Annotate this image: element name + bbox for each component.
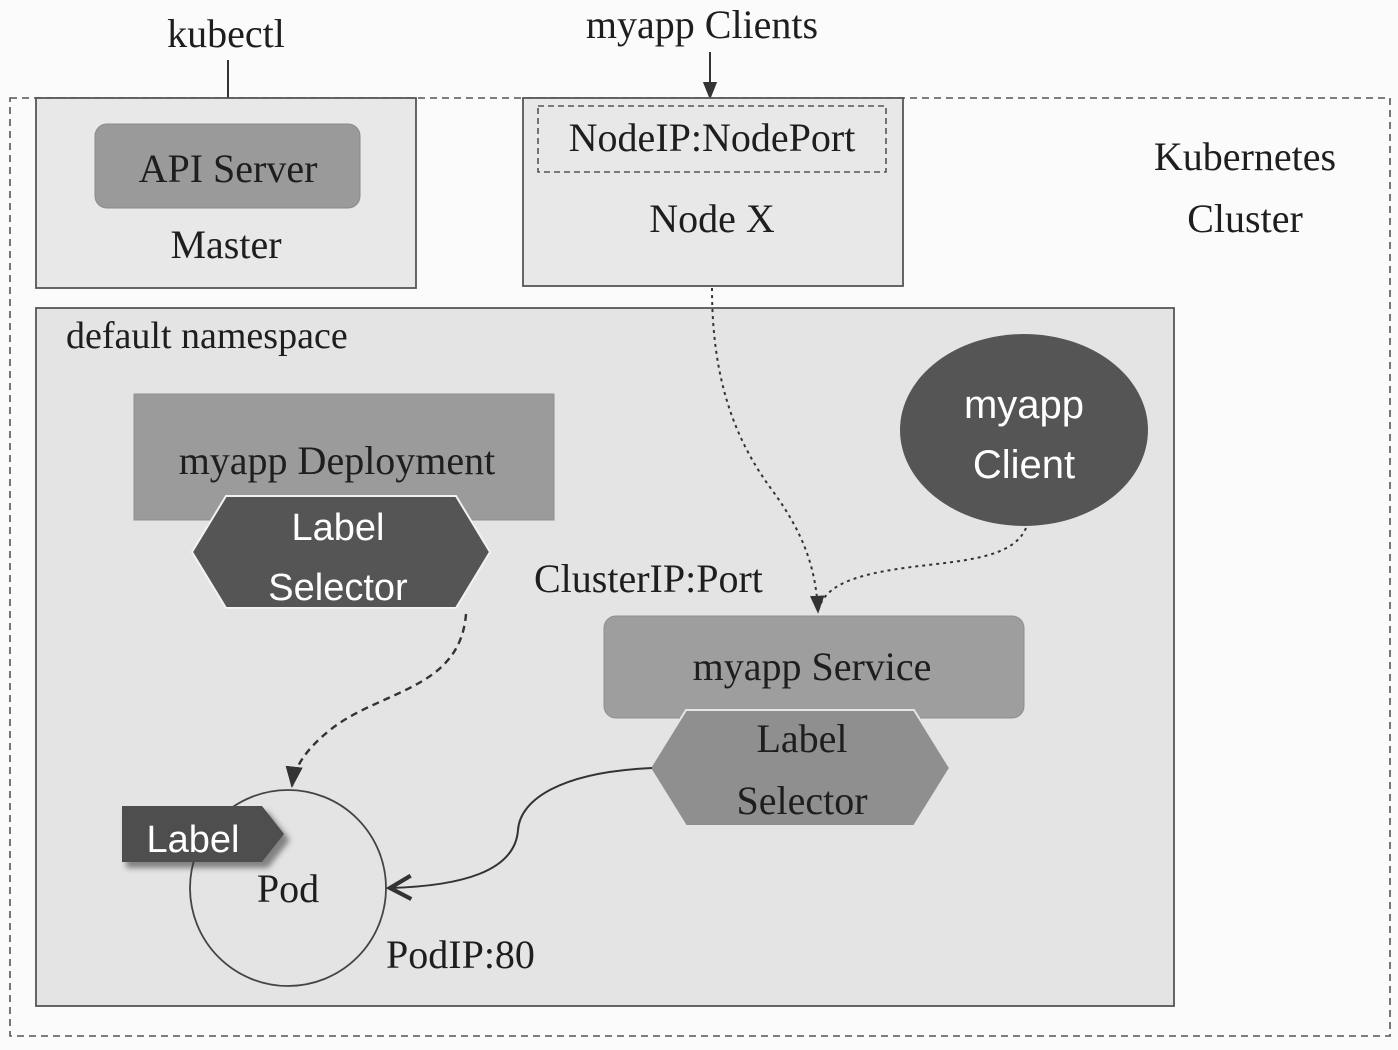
- api-server-box: [94, 123, 361, 209]
- pod-ip-label: PodIP:80: [386, 932, 535, 977]
- pod-label: Pod: [257, 866, 319, 911]
- deployment-selector-line2: Selector: [268, 567, 408, 609]
- cluster-ip-label: ClusterIP:Port: [534, 556, 763, 601]
- client-line2: Client: [973, 443, 1075, 487]
- pod-label-tag: [122, 806, 284, 862]
- api-server-label: API Server: [139, 146, 318, 191]
- service-to-pod-connector: [385, 767, 653, 901]
- deployment-label-selector: [190, 495, 492, 609]
- deployment-to-pod-connector: [285, 613, 468, 789]
- service-selector-line2: Selector: [736, 778, 867, 823]
- nodeport-label: NodeIP:NodePort: [569, 115, 856, 160]
- namespace-label: default namespace: [66, 315, 348, 357]
- deployment-selector-line1: Label: [292, 507, 385, 549]
- master-label: Master: [170, 222, 281, 267]
- deployment-label: myapp Deployment: [179, 438, 496, 483]
- cluster-label-line2: Cluster: [1187, 196, 1303, 241]
- node-box: [522, 97, 904, 287]
- node-label: Node X: [649, 196, 775, 241]
- service-label: myapp Service: [693, 644, 932, 689]
- cluster-label-line1: Kubernetes: [1154, 134, 1336, 179]
- clients-label: myapp Clients: [586, 2, 818, 47]
- service-selector-line1: Label: [756, 716, 847, 761]
- kubectl-label: kubectl: [167, 11, 285, 56]
- nodeport-box: [537, 105, 887, 173]
- client-line1: myapp: [964, 383, 1084, 427]
- myapp-client-ellipse: [900, 334, 1148, 526]
- pod-label-tag-text: Label: [147, 819, 240, 861]
